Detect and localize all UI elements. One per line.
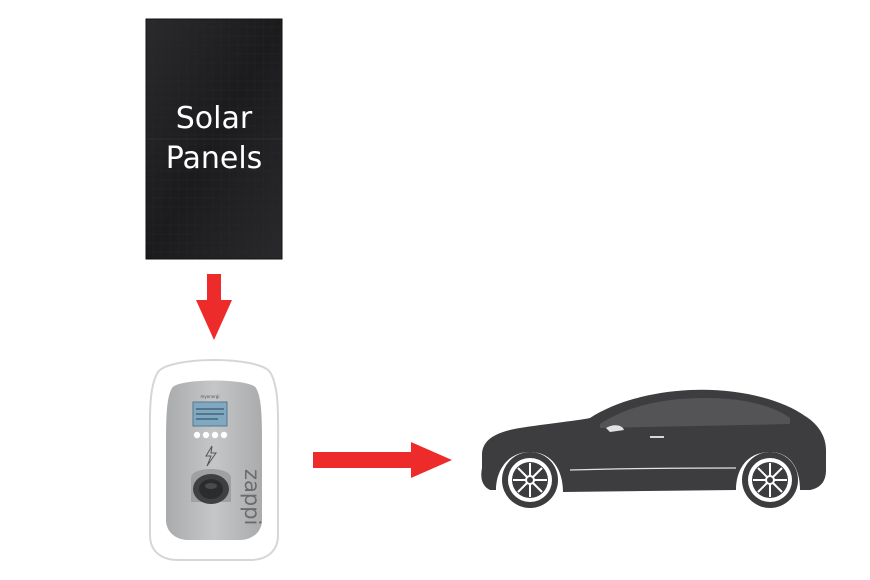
front-wheel — [502, 452, 558, 508]
arrow-down-icon — [196, 274, 232, 340]
charger-buttons — [193, 431, 228, 439]
car-icon — [481, 389, 826, 508]
charger-maker-logo: myenergi — [201, 394, 220, 399]
arrow-right-icon — [313, 442, 452, 478]
rear-wheel — [742, 452, 798, 508]
lightning-bolt-icon — [205, 445, 217, 467]
solar-panel-label-line1: Solar — [176, 101, 253, 136]
charger-brand-logo: zappi — [240, 469, 264, 525]
charging-socket — [191, 469, 231, 504]
solar-panel-label-line2: Panels — [166, 141, 263, 176]
solar-panel: Solar Panels — [145, 18, 283, 260]
ev-charger: myenergi zappi — [148, 359, 280, 561]
